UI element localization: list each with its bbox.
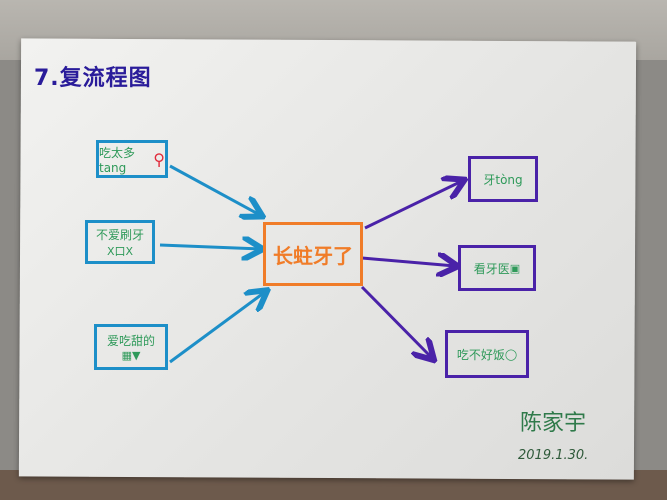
- toothbrush-icon: X口X: [106, 244, 134, 258]
- center-label: 长蛀牙了: [273, 243, 353, 268]
- effect-label: 吃不好饭: [456, 347, 505, 362]
- cause-box-1: 吃太多tang ⚲: [96, 140, 168, 178]
- apple-icon: ◯: [504, 347, 518, 361]
- diagram-title: 7.复流程图: [34, 66, 152, 91]
- ice-cream-icon: ▦▼: [121, 349, 141, 362]
- arrow-cause-2: [159, 245, 260, 249]
- cause-box-2: 不爱刷牙 X口X: [85, 220, 155, 264]
- arrow-effect-2: [361, 258, 455, 266]
- lollipop-icon: ⚲: [153, 149, 165, 169]
- cause-label: 不爱刷牙: [95, 227, 144, 242]
- effect-box-1: 牙tòng: [468, 156, 538, 202]
- signature-name: 陈家宇: [520, 411, 587, 436]
- effect-box-2: 看牙医 ▣: [458, 245, 536, 291]
- center-box: 长蛀牙了: [263, 222, 363, 286]
- effect-box-3: 吃不好饭 ◯: [445, 330, 529, 378]
- cause-label: 吃太多tang: [99, 145, 136, 175]
- cause-label: 爱吃甜的: [106, 334, 155, 348]
- cause-box-3: 爱吃甜的 ▦▼: [94, 324, 168, 370]
- arrow-cause-3: [169, 292, 265, 364]
- effect-label: 牙tòng: [483, 172, 523, 187]
- arrow-effect-1: [364, 181, 462, 230]
- effect-label: 看牙医: [473, 261, 510, 276]
- arrow-effect-3: [360, 285, 432, 358]
- arrow-cause-1: [169, 164, 260, 215]
- signature-date: 2019.1.30.: [518, 448, 589, 463]
- tooth-icon: ▣: [509, 261, 521, 275]
